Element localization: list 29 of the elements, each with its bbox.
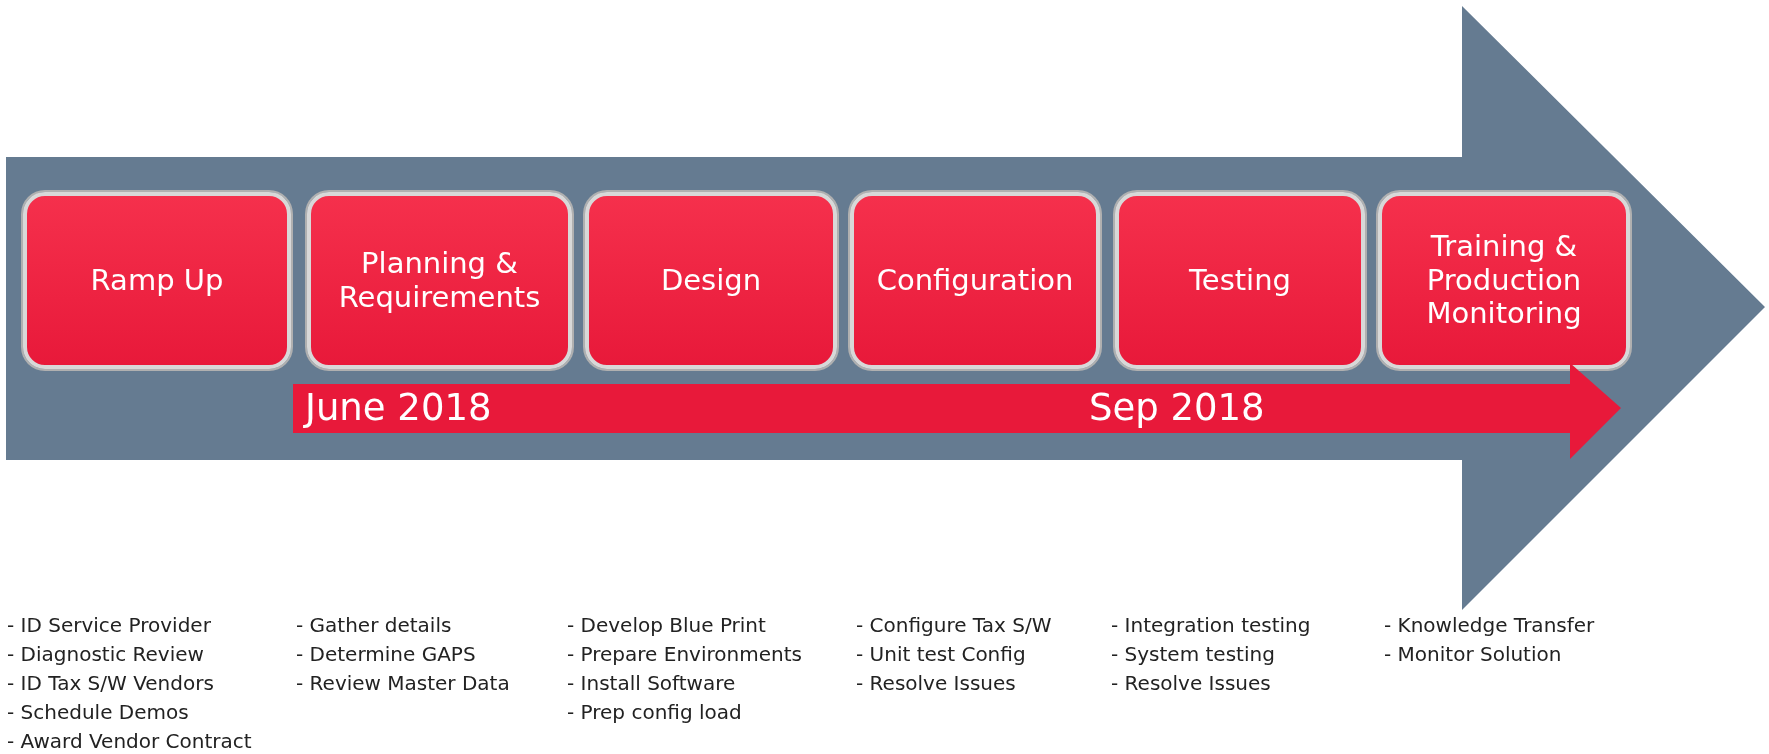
phase-box: Planning & Requirements — [307, 192, 572, 369]
task-item: - Award Vendor Contract — [7, 729, 252, 753]
task-item: - Schedule Demos — [7, 700, 189, 724]
task-item: - Diagnostic Review — [7, 642, 204, 666]
task-item: - Knowledge Transfer — [1384, 613, 1595, 637]
phase-box: Configuration — [850, 192, 1100, 369]
date-arrow — [293, 363, 1621, 459]
task-item: - Review Master Data — [296, 671, 510, 695]
phase-box: Testing — [1115, 192, 1365, 369]
date-label: Sep 2018 — [1089, 386, 1265, 429]
phase-box: Ramp Up — [23, 192, 291, 369]
task-item: - ID Tax S/W Vendors — [7, 671, 214, 695]
task-item: - Integration testing — [1111, 613, 1311, 637]
phase-box: Training & Production Monitoring — [1378, 192, 1630, 369]
task-item: - Gather details — [296, 613, 452, 637]
task-item: - Determine GAPS — [296, 642, 476, 666]
phase-box: Design — [585, 192, 837, 369]
task-item: - Resolve Issues — [1111, 671, 1271, 695]
task-item: - Develop Blue Print — [567, 613, 766, 637]
task-item: - Prepare Environments — [567, 642, 802, 666]
task-item: - Unit test Config — [856, 642, 1026, 666]
task-item: - Prep config load — [567, 700, 742, 724]
task-item: - ID Service Provider — [7, 613, 211, 637]
task-item: - Monitor Solution — [1384, 642, 1562, 666]
task-item: - Install Software — [567, 671, 736, 695]
task-item: - System testing — [1111, 642, 1275, 666]
date-label: June 2018 — [305, 386, 492, 429]
task-item: - Resolve Issues — [856, 671, 1016, 695]
task-item: - Configure Tax S/W — [856, 613, 1052, 637]
